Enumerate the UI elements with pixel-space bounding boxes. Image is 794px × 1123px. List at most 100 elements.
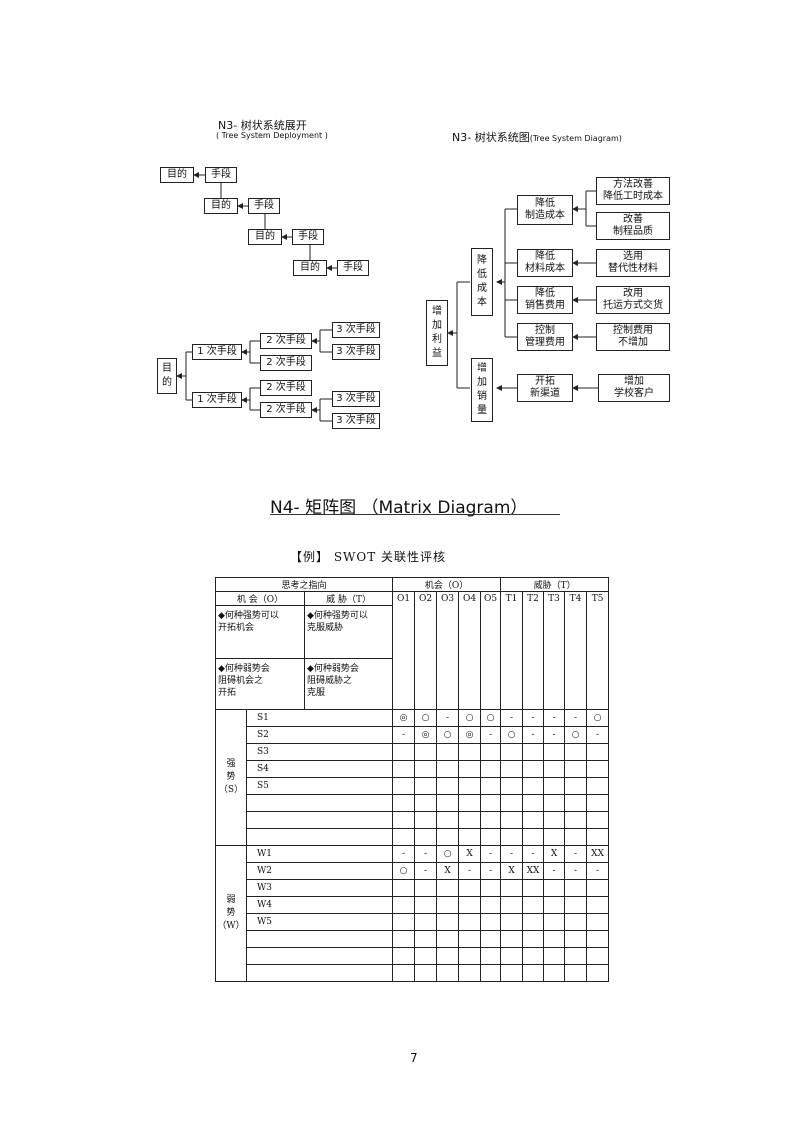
tree-cat-new-channel: 开拓 新渠道: [517, 374, 573, 402]
stair-means-box: 手段: [248, 198, 280, 214]
matrix-cell: -: [392, 726, 416, 744]
stair-goal-box: 目的: [248, 229, 282, 245]
row-label: S4: [245, 760, 394, 778]
matrix-cell: [458, 777, 482, 795]
matrix-cell: [436, 828, 460, 846]
matrix-cell: -: [480, 862, 502, 880]
matrix-cell: [500, 896, 524, 914]
col-opportunity-label: 机 会（O）: [215, 591, 305, 606]
matrix-cell: [543, 913, 566, 931]
matrix-cell: [500, 930, 524, 948]
matrix-cell: [414, 811, 438, 829]
tree-cat-material: 降低 材料成本: [517, 249, 573, 277]
stair-goal-box: 目的: [293, 260, 327, 276]
matrix-cell: [543, 794, 566, 812]
matrix-cell: [414, 828, 438, 846]
swot-example-title: 【例】 SWOT 关联性评核: [290, 550, 447, 564]
matrix-cell: [436, 777, 460, 795]
tree-root-goal-box: 目 的: [157, 358, 177, 394]
matrix-cell: [586, 828, 610, 846]
matrix-cell: X: [500, 862, 524, 880]
tree-l2-box: 2 次手段: [260, 355, 312, 371]
matrix-cell: ○: [480, 709, 502, 727]
matrix-cell: ○: [564, 726, 588, 744]
matrix-cell: [436, 964, 460, 982]
matrix-cell: [414, 896, 438, 914]
tree-leaf-substitute-material: 选用 替代性材料: [596, 249, 670, 277]
col-header: T3: [543, 591, 566, 710]
matrix-cell: -: [586, 726, 610, 744]
matrix-cell: [586, 947, 610, 965]
matrix-cell: -: [480, 845, 502, 863]
matrix-cell: [480, 896, 502, 914]
matrix-cell: [480, 794, 502, 812]
table-row: W4: [216, 896, 610, 914]
question-wo: ◆何种弱势会 阻碍机会之 开拓: [215, 658, 305, 710]
matrix-cell: [392, 760, 416, 778]
tree-l1-box: 1 次手段: [192, 392, 242, 408]
matrix-cell: -: [392, 845, 416, 863]
matrix-cell: [522, 913, 545, 931]
col-header: T4: [564, 591, 588, 710]
matrix-cell: [500, 743, 524, 761]
matrix-cell: [414, 913, 438, 931]
matrix-cell: ○: [500, 726, 524, 744]
matrix-cell: [522, 930, 545, 948]
matrix-cell: [500, 794, 524, 812]
matrix-cell: [543, 828, 566, 846]
matrix-cell: [414, 879, 438, 897]
matrix-cell: [522, 828, 545, 846]
matrix-cell: ◎: [458, 726, 482, 744]
matrix-cell: -: [522, 709, 545, 727]
stair-means-box: 手段: [337, 260, 369, 276]
matrix-cell: [522, 879, 545, 897]
n4-title-underline: [270, 514, 560, 515]
matrix-cell: [586, 896, 610, 914]
matrix-cell: [543, 964, 566, 982]
col-header: T1: [500, 591, 524, 710]
tree-cat-admin-expense: 控制 管理费用: [517, 323, 573, 351]
col-header: T2: [522, 591, 545, 710]
matrix-cell: [436, 913, 460, 931]
row-label: [245, 811, 394, 829]
matrix-cell: [500, 828, 524, 846]
matrix-cell: [522, 743, 545, 761]
n3-diagram-title: N3- 树状系统图(Tree System Diagram): [452, 126, 622, 145]
table-row: [216, 828, 610, 846]
matrix-cell: ◎: [414, 726, 438, 744]
matrix-cell: [458, 828, 482, 846]
matrix-cell: [458, 794, 482, 812]
matrix-cell: [500, 811, 524, 829]
matrix-cell: [564, 930, 588, 948]
tree-l2-box: 2 次手段: [260, 333, 312, 349]
col-header: O2: [414, 591, 438, 710]
matrix-cell: [480, 879, 502, 897]
tree-leaf-control-expense: 控制费用 不增加: [596, 323, 670, 351]
tree-l3-box: 3 次手段: [332, 344, 380, 360]
n3-deployment-title: N3- 树状系统展开: [218, 119, 307, 132]
matrix-cell: [564, 794, 588, 812]
tree-l3-box: 3 次手段: [332, 391, 380, 407]
table-row: S2-◎○◎-○--○-: [216, 726, 610, 744]
matrix-cell: [564, 777, 588, 795]
matrix-cell: -: [586, 862, 610, 880]
matrix-cell: [500, 777, 524, 795]
tree-leaf-school-customers: 增加 学校客户: [598, 374, 670, 402]
matrix-cell: [392, 879, 416, 897]
matrix-cell: -: [564, 862, 588, 880]
table-row: [216, 811, 610, 829]
col-header: O4: [458, 591, 482, 710]
table-row: 弱 势 （W）W1--○X---X-XX: [215, 845, 610, 982]
matrix-cell: [564, 743, 588, 761]
matrix-cell: [500, 760, 524, 778]
row-label: [245, 828, 394, 846]
matrix-cell: ○: [436, 845, 460, 863]
matrix-cell: [543, 811, 566, 829]
matrix-cell: [480, 930, 502, 948]
n3-diagram-title-cn: N3- 树状系统图: [452, 131, 530, 144]
n3-diagram-title-en: (Tree System Diagram): [529, 134, 622, 143]
matrix-cell: [522, 760, 545, 778]
stair-means-box: 手段: [292, 229, 324, 245]
matrix-cell: [480, 828, 502, 846]
